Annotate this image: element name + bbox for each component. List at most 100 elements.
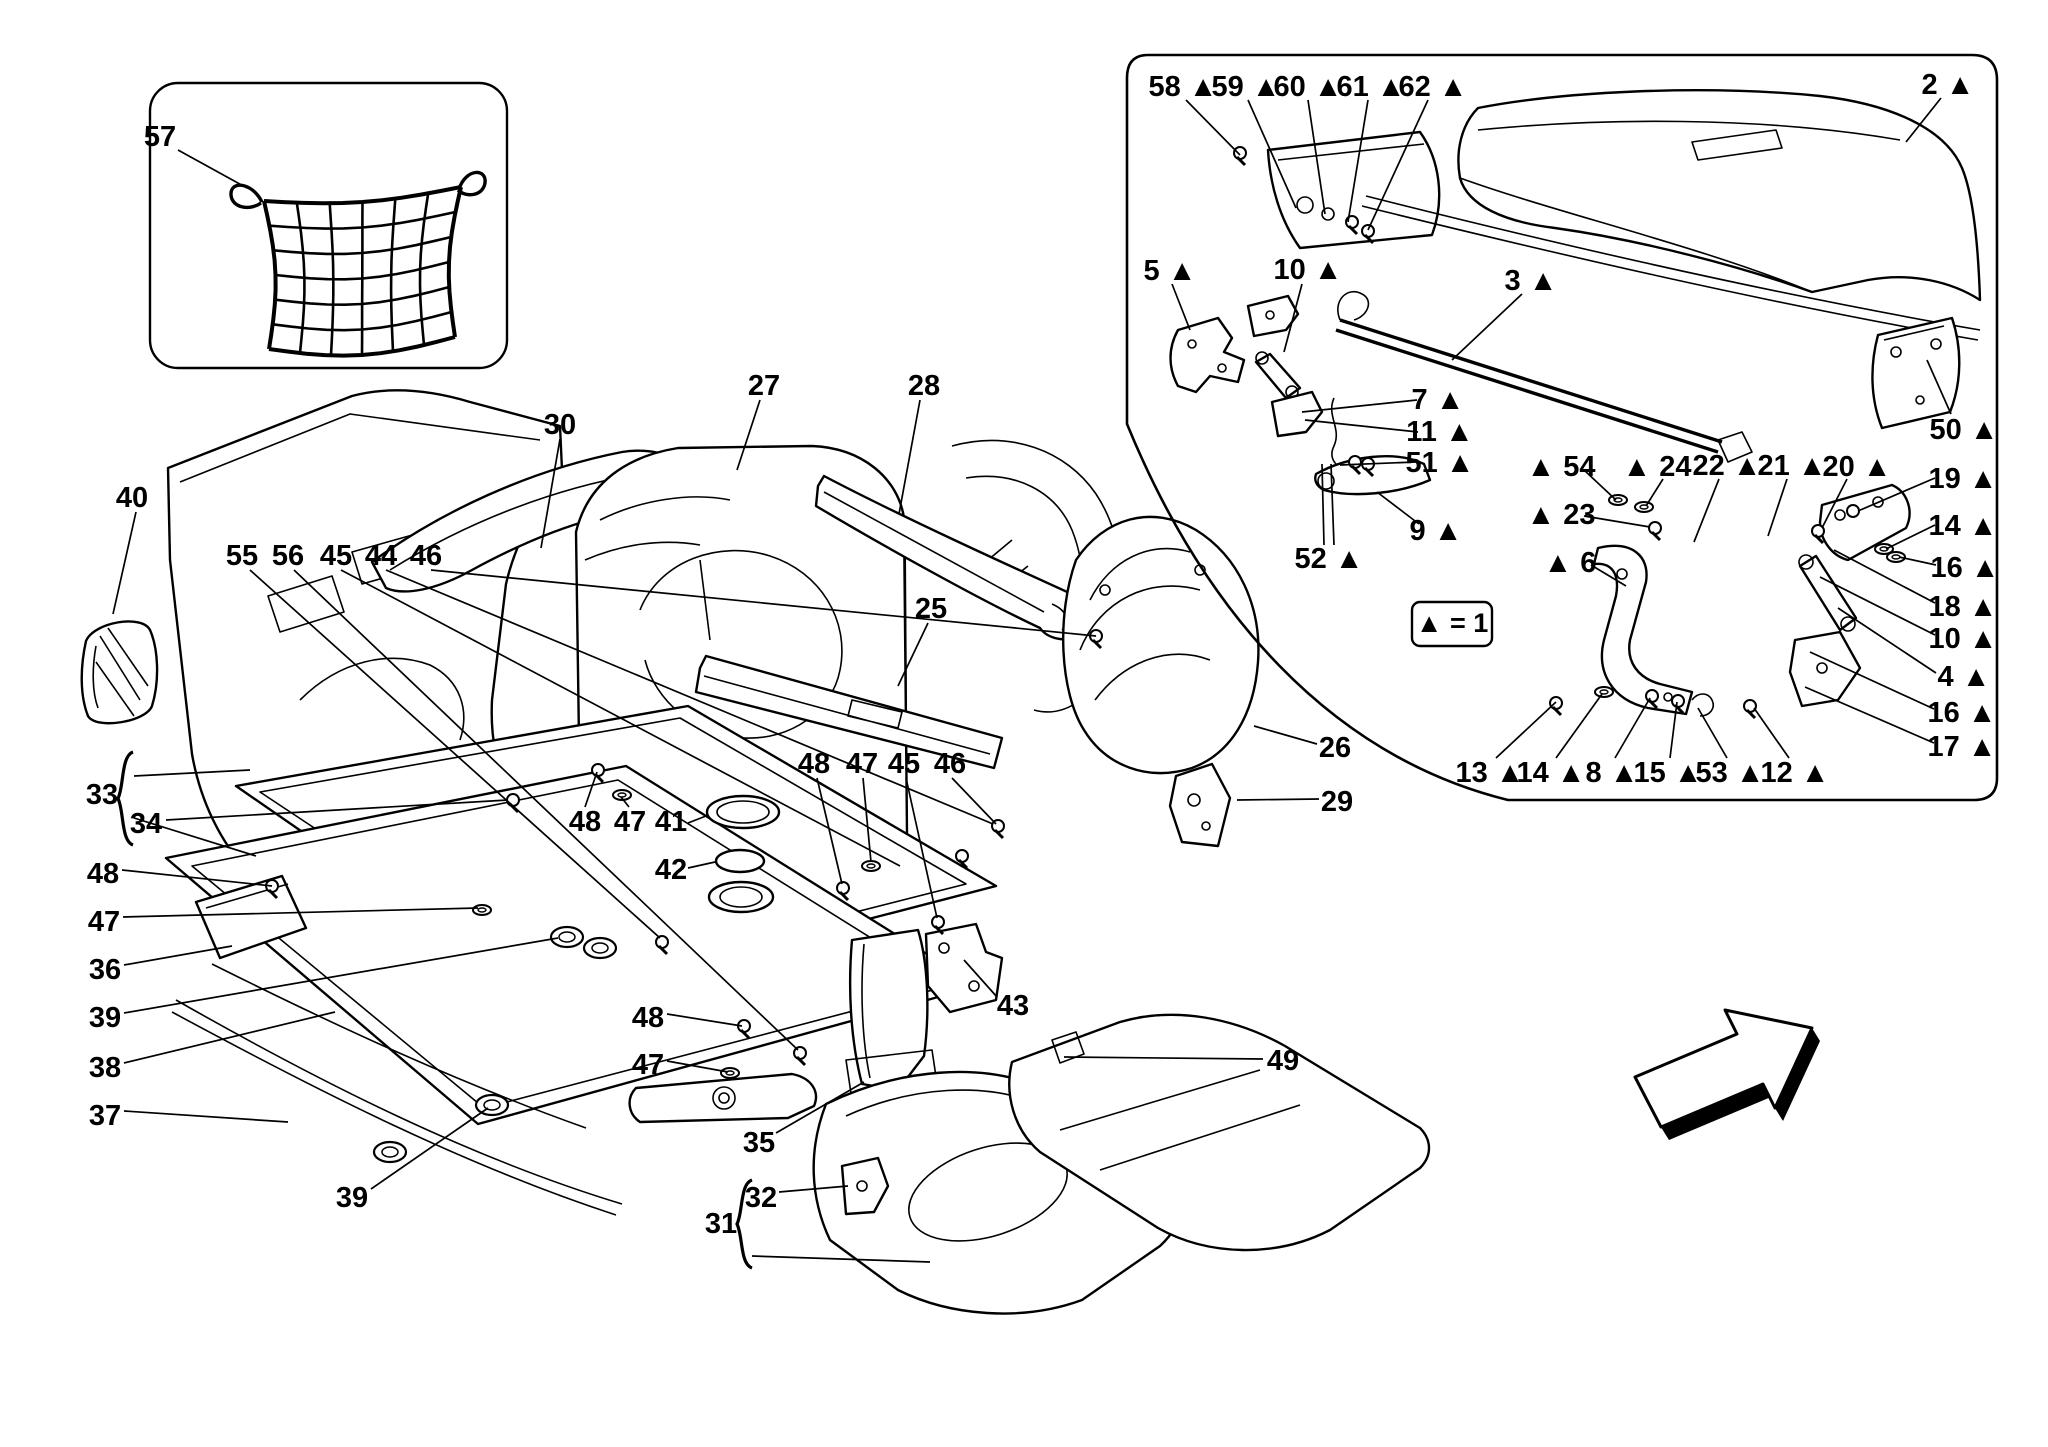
part-18-hinge-plate [1818, 483, 1911, 562]
leader-22 [1693, 478, 1720, 543]
leader-39-left [123, 937, 559, 1014]
callout-49: 49 [1267, 1045, 1299, 1077]
leader-52-1 [1330, 463, 1335, 546]
part-35-bushing-inner [718, 1092, 730, 1104]
arrow-depth [1661, 1084, 1771, 1140]
callout-46-b: 46 [934, 748, 966, 780]
part-35-bushing [712, 1086, 736, 1110]
leader-11 [1304, 419, 1419, 433]
part-43-hole [938, 942, 950, 954]
screw-icon [931, 915, 945, 936]
fastener-59 [1296, 196, 1314, 214]
screw-icon [793, 1046, 807, 1067]
leader-3 [1451, 293, 1523, 361]
part-2-soft-top-cover [1457, 89, 1982, 302]
screw-icon [955, 849, 969, 870]
leader-32 [778, 1185, 849, 1193]
callout-3: 3 ▲ [1505, 265, 1558, 297]
part-49-details [1051, 1031, 1301, 1171]
callout-13: 13 ▲ [1455, 757, 1524, 789]
callout-43: 43 [997, 990, 1029, 1022]
callout-40: 40 [116, 482, 148, 514]
part-29-hole [1201, 821, 1211, 831]
net-hook-left-icon [229, 183, 264, 210]
leader-33 [133, 769, 251, 777]
callout-34: 34 [130, 808, 162, 840]
hinge-hole [1834, 509, 1846, 521]
leader-41 [687, 815, 707, 824]
leader-45-b [905, 777, 938, 919]
leader-46-b [951, 777, 997, 825]
arrow-depth [1775, 1028, 1820, 1121]
leader-33-1 [133, 817, 257, 857]
leader-10 [1283, 283, 1303, 353]
callout-48-left: 48 [87, 858, 119, 890]
fastener-60 [1321, 207, 1335, 221]
callout-53: 53 ▲ [1695, 757, 1764, 789]
net-line [272, 310, 452, 332]
part-7-bracket [1270, 390, 1324, 438]
callout-48-c: 48 [798, 748, 830, 780]
leader-37 [123, 1110, 289, 1123]
callout-54: ▲ 54 [1526, 451, 1595, 483]
washer-icon [861, 860, 881, 872]
flap-fold-line [1277, 143, 1425, 161]
callout-47-d: 47 [632, 1049, 664, 1081]
callout-47-c: 47 [846, 748, 878, 780]
brace-33 [116, 750, 134, 847]
part-6-hole [1663, 692, 1673, 702]
callout-48-d: 48 [632, 1002, 664, 1034]
part-50-hole [1930, 338, 1942, 350]
callout-30: 30 [544, 409, 576, 441]
leader-54 [1583, 469, 1617, 501]
leader-2 [1905, 97, 1942, 143]
callout-58: 58 ▲ [1148, 71, 1217, 103]
leader-12 [1753, 707, 1790, 759]
callout-52: 52 ▲ [1294, 543, 1363, 575]
leader-45 [340, 569, 901, 867]
part-10-end [1255, 351, 1269, 365]
inset-box-frame [148, 81, 509, 370]
callout-14-c: 14 ▲ [1516, 757, 1585, 789]
inset-net-box [148, 81, 509, 370]
part-10-strut [1254, 352, 1302, 400]
callout-14: 14 ▲ [1928, 510, 1997, 542]
leader-23 [1583, 515, 1651, 528]
part-50-hole [1915, 395, 1925, 405]
callout-8: 8 ▲ [1586, 757, 1639, 789]
callout-2: 2 ▲ [1922, 69, 1975, 101]
leader-14-c [1555, 693, 1603, 759]
leader-44 [385, 569, 994, 825]
callout-44: 44 [365, 540, 397, 572]
part-3-ends [1337, 291, 1753, 463]
callout-16: 16 ▲ [1930, 552, 1999, 584]
screw-icon [655, 935, 669, 956]
part-26-wheelhouse-panel [1061, 515, 1260, 775]
leader-39-bottom [370, 1107, 489, 1190]
part-3-bar [1335, 318, 1723, 454]
callout-24: ▲ 24 [1622, 451, 1691, 483]
part-27-creases [577, 496, 908, 877]
part-50-flap [1871, 316, 1961, 430]
right-panel-border [1125, 53, 1999, 802]
hinge-hole [1872, 496, 1884, 508]
leader-17 [1804, 686, 1935, 744]
right-panel: ▲ = 1 [1125, 53, 1999, 802]
part-6-hole [1616, 568, 1628, 580]
screw-icon [1743, 699, 1757, 720]
callout-38: 38 [89, 1052, 121, 1084]
leader-30 [540, 438, 561, 549]
callout-48-b: 48 [569, 806, 601, 838]
leader-61 [1347, 99, 1369, 223]
part-6-bracket [1592, 544, 1694, 716]
callout-10-b: 10 ▲ [1928, 623, 1997, 655]
callout-39-bottom: 39 [336, 1182, 368, 1214]
part-29-hole [1187, 793, 1201, 807]
leader-48-left [121, 869, 273, 887]
leader-5 [1171, 283, 1191, 331]
part-29-bracket [1168, 762, 1232, 848]
callout-28: 28 [908, 370, 940, 402]
leader-4 [1837, 607, 1937, 674]
callout-35: 35 [743, 1127, 775, 1159]
